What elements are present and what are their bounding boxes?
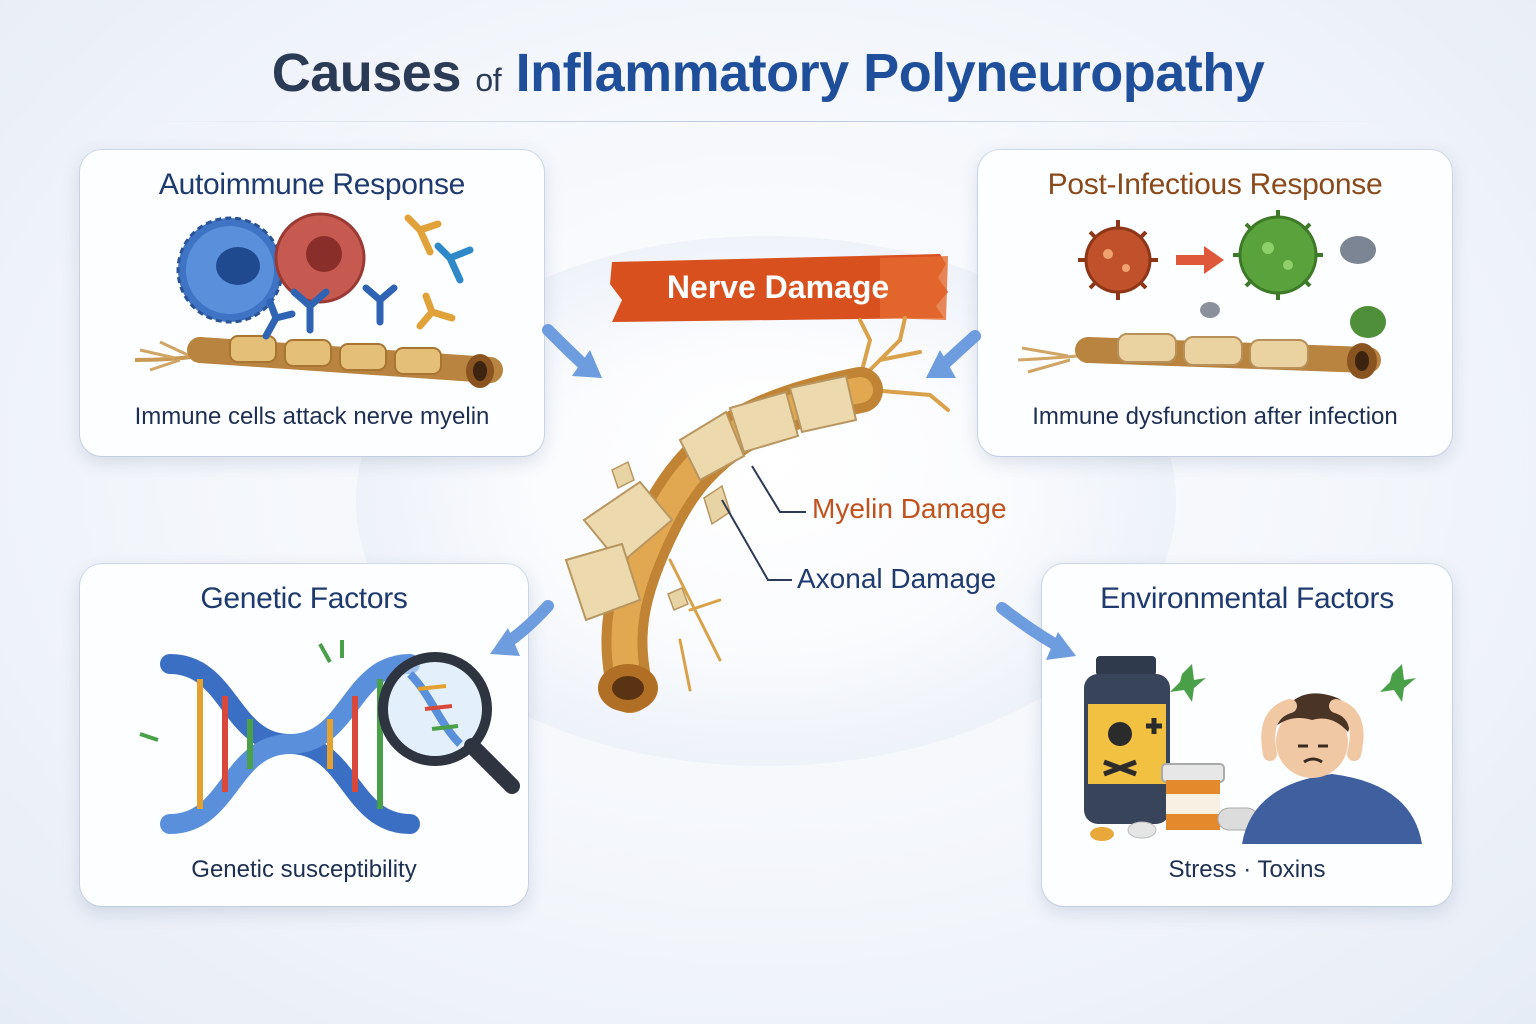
- card-post-infectious-title: Post-Infectious Response: [1047, 168, 1383, 201]
- nerve-damage-banner: Nerve Damage: [666, 269, 890, 305]
- card-environmental-title: Environmental Factors: [1100, 582, 1394, 615]
- page-title: Causes of Inflammatory Polyneuropathy: [0, 42, 1536, 104]
- card-autoimmune-title: Autoimmune Response: [158, 168, 466, 201]
- card-autoimmune: Autoimmune Response: [80, 150, 544, 456]
- dna-helix-icon: [160, 654, 420, 834]
- nerve-fiber-icon: [134, 335, 503, 388]
- damaged-nerve-icon: [564, 316, 950, 713]
- virus-red-icon: [1078, 220, 1158, 300]
- title-main: Inflammatory Polyneuropathy: [515, 43, 1265, 103]
- sparkle-icon: [139, 640, 344, 742]
- card-autoimmune-caption: Immune cells attack nerve myelin: [134, 403, 490, 430]
- nerve-fiber-icon: [1017, 333, 1381, 379]
- post-infectious-illustration: [1017, 210, 1386, 379]
- card-environmental-caption: Stress · Toxins: [1168, 856, 1326, 883]
- pill-bottle-icon: [1161, 763, 1225, 830]
- stress-burst-icon: [1170, 664, 1416, 702]
- arrow-from-autoimmune-icon: [542, 324, 602, 378]
- magnifying-glass-icon: [378, 652, 520, 794]
- immune-cell-red-icon: [274, 212, 366, 304]
- arrow-from-post-infectious-icon: [926, 330, 981, 378]
- nerve-damage-banner-shape: [610, 254, 948, 322]
- virus-green-icon: [1233, 210, 1323, 300]
- stressed-person-icon: [1242, 693, 1422, 844]
- bacteria-icon: [1200, 236, 1386, 338]
- antibody-icon: [262, 214, 474, 340]
- card-genetic-caption: Genetic susceptibility: [191, 856, 417, 883]
- card-genetic-title: Genetic Factors: [200, 582, 408, 615]
- genetic-illustration: [139, 640, 520, 834]
- title-divider: [140, 121, 1396, 122]
- toxin-bottle-icon: [1084, 656, 1170, 824]
- myelin-damage-label: Myelin Damage: [812, 493, 1007, 524]
- arrow-right-icon: [1176, 246, 1224, 274]
- card-post-infectious: Post-Infectious Response: [978, 150, 1452, 456]
- myelin-callout-line: [751, 465, 806, 513]
- title-word-of: of: [475, 62, 502, 98]
- axonal-callout-line: [721, 499, 792, 581]
- arrow-to-environmental-icon: [996, 602, 1076, 660]
- arrow-to-genetic-icon: [490, 600, 554, 656]
- environmental-illustration: [1084, 656, 1422, 844]
- card-post-infectious-caption: Immune dysfunction after infection: [1032, 403, 1398, 430]
- card-environmental: Environmental Factors: [1042, 564, 1452, 906]
- title-word-causes: Causes: [271, 43, 462, 103]
- autoimmune-illustration: [134, 212, 503, 388]
- axonal-damage-label: Axonal Damage: [797, 563, 997, 594]
- card-genetic: Genetic Factors Genetic: [80, 564, 528, 906]
